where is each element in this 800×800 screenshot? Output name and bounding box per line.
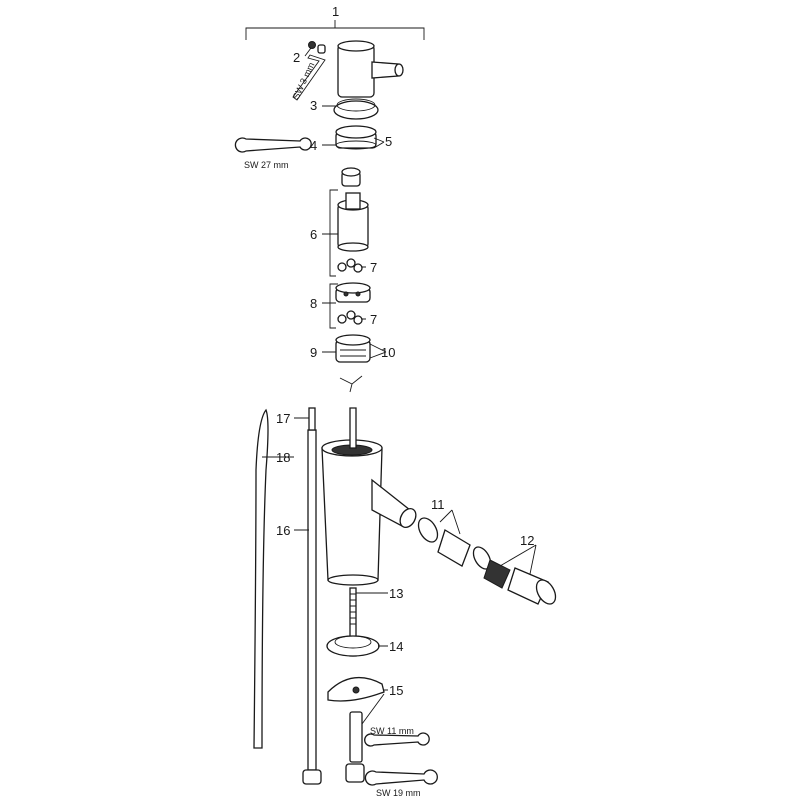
wrench-11-label: SW 11 mm: [370, 726, 414, 736]
cover-strip-part: [253, 408, 269, 749]
callout-5: 5: [385, 134, 392, 149]
wrench-27-label: SW 27 mm: [244, 160, 289, 170]
wrench-11-tool: [364, 732, 430, 747]
valve-part: [335, 334, 371, 363]
callout-11: 11: [431, 497, 445, 512]
callout-4: 4: [310, 138, 317, 153]
seals-part: [337, 258, 363, 325]
callout-18: 18: [276, 450, 290, 465]
handle-part: [337, 40, 404, 98]
grub-screw-part: [308, 41, 326, 54]
splined-ring-part: [341, 167, 361, 187]
star-piece-part: [339, 375, 363, 393]
wrench-19-tool: [364, 769, 438, 786]
washer-part: [326, 635, 380, 657]
callout-12: 12: [520, 533, 534, 548]
wrench-27-tool: [234, 137, 312, 153]
callout-3: 3: [310, 98, 317, 113]
bracket-1: [245, 20, 425, 40]
callout-13: 13: [389, 586, 403, 601]
callout-6: 6: [310, 227, 317, 242]
callout-10: 10: [381, 345, 395, 360]
callout-1: 1: [332, 4, 339, 19]
wrench-19-label: SW 19 mm: [376, 788, 421, 798]
callout-15: 15: [389, 683, 403, 698]
inlet-pipe-part: [349, 407, 357, 449]
bracket-6-8: [329, 189, 338, 329]
callout-14: 14: [389, 639, 403, 654]
sleeve-nut-part: [345, 711, 365, 783]
callout-17: 17: [276, 411, 290, 426]
callout-8: 8: [310, 296, 317, 311]
callout-16: 16: [276, 523, 290, 538]
hex-key-label: SW 3 mm: [291, 61, 317, 101]
callout-9: 9: [310, 345, 317, 360]
nut-part: [335, 125, 377, 150]
aerator-part: [417, 517, 557, 605]
fixing-plate-part: [327, 676, 385, 702]
callout-2: 2: [293, 50, 300, 65]
callout-7b: 7: [370, 312, 377, 327]
leader-lines: [262, 47, 537, 725]
disc-part: [335, 282, 371, 303]
hose-part: [302, 407, 322, 785]
cover-ring-part: [333, 98, 379, 120]
mixer-body-part: [321, 439, 417, 586]
hex-key-tool: [292, 54, 326, 101]
cartridge-part: [337, 192, 369, 252]
callout-7a: 7: [370, 260, 377, 275]
